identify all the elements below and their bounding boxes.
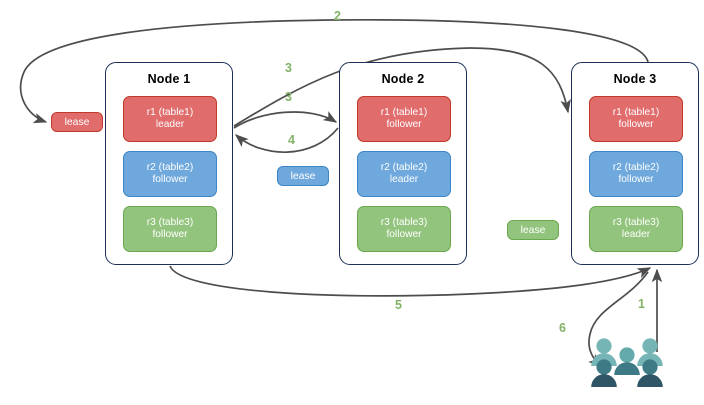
replica-role: leader [389,174,419,185]
arrow-step-5 [169,265,652,297]
node-title: Node 2 [381,72,425,86]
replica-box-node1-r1[interactable]: r1 (table1) leader [123,96,217,142]
replica-role: follower [618,119,654,130]
lease-label: lease [520,224,546,236]
lease-chip-table3[interactable]: lease [507,220,559,240]
replica-name: r3 (table3) [380,216,428,228]
replica-box-node3-r3[interactable]: r3 (table3) leader [589,206,683,252]
replica-name: r2 (table2) [380,161,428,173]
replica-role: leader [621,229,651,240]
node-container-node3[interactable]: Node 3 r1 (table1) follower r2 (table2) … [571,62,699,265]
replica-box-node2-r2[interactable]: r2 (table2) leader [357,151,451,197]
arrow-step-3-to-node3 [233,47,571,127]
replica-role: follower [152,229,188,240]
step-label-3-upper: 3 [285,61,292,75]
arrow-step-2 [19,18,649,124]
step-label-6: 6 [559,321,566,335]
replica-box-node2-r3[interactable]: r3 (table3) follower [357,206,451,252]
replica-name: r2 (table2) [146,161,194,173]
node-title: Node 1 [147,72,191,86]
lease-label: lease [64,116,90,128]
step-label-4: 4 [288,133,295,147]
arrow-step-4 [234,127,339,153]
replica-role: follower [152,174,188,185]
step-label-1: 1 [638,297,645,311]
step-label-2: 2 [334,9,341,23]
replica-name: r1 (table1) [380,106,428,118]
node-container-node1[interactable]: Node 1 r1 (table1) leader r2 (table2) fo… [105,62,233,265]
users-group-icon [591,338,663,387]
node-container-node2[interactable]: Node 2 r1 (table1) follower r2 (table2) … [339,62,467,265]
replica-name: r2 (table2) [612,161,660,173]
lease-chip-table2[interactable]: lease [277,166,329,186]
replica-box-node3-r2[interactable]: r2 (table2) follower [589,151,683,197]
step-label-3-lower: 3 [285,90,292,104]
replica-box-node3-r1[interactable]: r1 (table1) follower [589,96,683,142]
replica-name: r3 (table3) [612,216,660,228]
lease-label: lease [290,170,316,182]
replica-box-node2-r1[interactable]: r1 (table1) follower [357,96,451,142]
replica-name: r1 (table1) [612,106,660,118]
lease-chip-table1[interactable]: lease [51,112,103,132]
replica-box-node1-r3[interactable]: r3 (table3) follower [123,206,217,252]
replica-name: r3 (table3) [146,216,194,228]
replica-name: r1 (table1) [146,106,194,118]
step-label-5: 5 [395,298,402,312]
arrow-step-3-to-node2 [233,111,338,129]
replica-role: follower [386,119,422,130]
replica-box-node1-r2[interactable]: r2 (table2) follower [123,151,217,197]
replica-role: leader [155,119,185,130]
replica-role: follower [386,229,422,240]
replica-role: follower [618,174,654,185]
node-title: Node 3 [613,72,657,86]
